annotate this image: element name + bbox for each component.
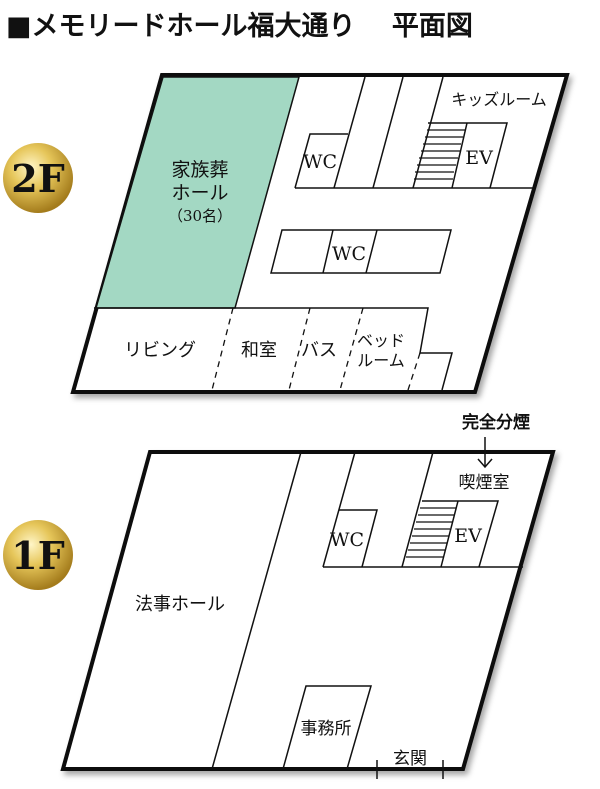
wc-room (339, 509, 378, 568)
memorial-hall-label: 法事ホール (135, 594, 225, 615)
ev-stair-block (428, 122, 508, 189)
ev-stair-block (422, 500, 499, 568)
hall-name-line2: ホール (171, 182, 228, 204)
hall-name-line1: 家族葬 (171, 159, 228, 181)
wc-label-upper: WC (303, 151, 337, 173)
floor-label-1f: 1F (11, 533, 64, 578)
wc-block-middle (270, 229, 452, 274)
smoking-room-label: 喫煙室 (459, 473, 510, 493)
floor-2-labels: 家族葬 ホール （30名） キッズルーム WC EV WC リビング 和室 バス… (124, 90, 547, 370)
wc-room-upper (294, 133, 348, 189)
floor-label-2f: 2F (11, 156, 64, 201)
bath-label: バス (301, 340, 337, 361)
ev-label: EV (465, 147, 493, 169)
kids-room-label: キッズルーム (451, 90, 547, 109)
office-label: 事務所 (301, 719, 352, 739)
non-smoking-note: 完全分煙 (462, 412, 530, 433)
stairs-icon (414, 129, 465, 180)
wc-label: WC (330, 529, 364, 551)
living-label: リビング (124, 340, 196, 361)
gold-circle-icon (3, 520, 73, 590)
hall-capacity: （30名） (168, 207, 232, 225)
floor-1-labels: 完全分煙 喫煙室 WC EV 法事ホール 事務所 玄関 (135, 412, 530, 769)
japanese-room-label: 和室 (241, 340, 277, 361)
floor-1-plan (60, 437, 556, 779)
entrance-label: 玄関 (393, 749, 427, 769)
stairs-icon (406, 507, 456, 558)
page-title: ■メモリードホール福大通り 平面図 (6, 11, 473, 42)
floor-2-plan (70, 73, 570, 394)
floor-1-outline (60, 450, 556, 771)
bedroom-label-line2: ルーム (357, 351, 405, 370)
office-room (282, 685, 372, 770)
floor-badge-2f: 2F (3, 143, 73, 213)
gold-circle-icon (3, 143, 73, 213)
wc-label-middle: WC (332, 243, 366, 265)
bedroom-label-line1: ベッド (357, 331, 405, 350)
floor-badge-1f: 1F (3, 520, 73, 590)
arrow-down-icon (477, 437, 493, 469)
ev-label: EV (454, 525, 482, 547)
dashed-partitions (211, 307, 421, 391)
